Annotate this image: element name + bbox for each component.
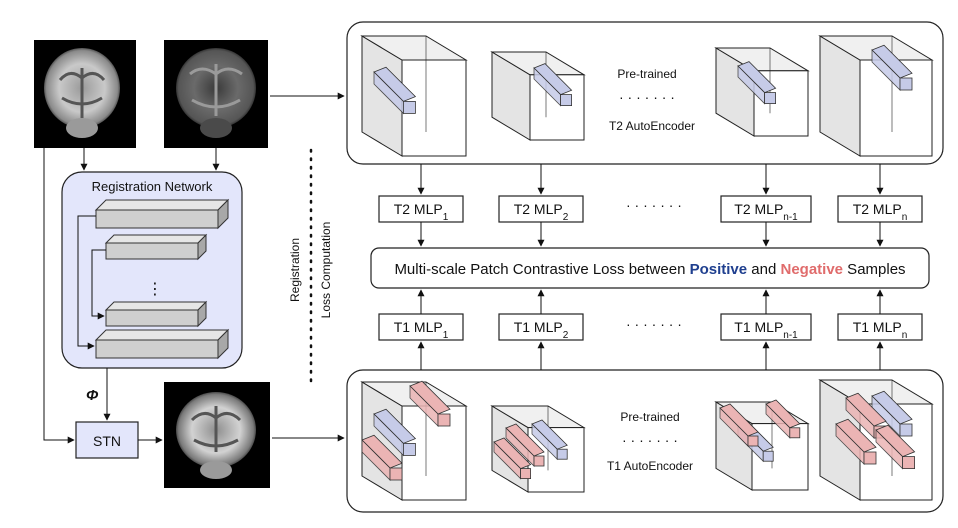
t1-negative-patch [409, 380, 451, 427]
t1-pretrained-label: Pre-trained [620, 410, 679, 424]
t1-mlp-box [498, 313, 584, 341]
t2-mlp-subscript: n-1 [783, 212, 798, 223]
t2-mlp-base: T2 MLP [734, 201, 783, 217]
t2-mlp-3: T2 MLPn-1 [720, 195, 812, 223]
t1-mlp-subscript: n [902, 330, 908, 341]
t1-negative-patch [493, 437, 532, 480]
t2-mlp-base: T2 MLP [514, 201, 563, 217]
t1-negative-patch [835, 418, 877, 465]
t1-mlp-label: T1 MLPn [853, 319, 908, 341]
t1-mlp-box [837, 313, 923, 341]
t1-mlp-3: T1 MLPn-1 [720, 313, 812, 341]
brain-image-t2-moving [164, 40, 268, 148]
t2-mlp-label: T2 MLP2 [514, 201, 569, 223]
registration-network-title: Registration Network [92, 179, 213, 194]
network-layer [94, 198, 230, 230]
t2-autoencoder-label: T2 AutoEncoder [609, 119, 695, 133]
t1-mlp-label: T1 MLPn-1 [734, 319, 798, 341]
registration-network: Registration Network ⋮ [61, 171, 243, 369]
t2-mlp-2: T2 MLP2 [498, 195, 584, 223]
t1-mlp-base: T1 MLP [514, 319, 563, 335]
contrastive-loss-label: Multi-scale Patch Contrastive Loss betwe… [394, 261, 905, 278]
t2-mlp-box [837, 195, 923, 223]
left-arrows [43, 92, 345, 444]
network-layer [94, 328, 230, 360]
t1-mlp-box [378, 313, 464, 341]
t1-mlp-label: T1 MLP1 [394, 319, 449, 341]
positive-label: Positive [690, 261, 748, 278]
t2-mlp-4: T2 MLPn [837, 195, 923, 223]
t2-mlp-base: T2 MLP [853, 201, 902, 217]
t2-mlp-label: T2 MLPn [853, 201, 908, 223]
skip-connection [91, 249, 106, 320]
t2-patch [373, 66, 417, 115]
t1-mlp-subscript: 2 [563, 330, 569, 341]
t2-mlp-label: T2 MLP1 [394, 201, 449, 223]
t1-negative-patch [361, 434, 403, 481]
t1-mlp-dots: · · · · · · · [626, 316, 682, 332]
stn-label: STN [93, 433, 121, 449]
t1-mlp-subscript: 1 [443, 330, 449, 341]
t2-patch [871, 44, 913, 91]
t2-mlp-dots: · · · · · · · [626, 197, 682, 213]
t2-mlp-box [378, 195, 464, 223]
t2-mlp-subscript: 2 [563, 212, 569, 223]
vertical-label-line1: Registration [288, 238, 302, 302]
brain-image-warped [164, 382, 270, 488]
t2-mlp-base: T2 MLP [394, 201, 443, 217]
t1-mlp-base: T1 MLP [853, 319, 902, 335]
t1-positive-patch [871, 390, 913, 437]
t2-dots: · · · · · · · [619, 89, 675, 105]
t1-mlp-label: T1 MLP2 [514, 319, 569, 341]
t1-mlp-2: T1 MLP2 [498, 313, 584, 341]
negative-label: Negative [780, 261, 843, 278]
network-layer [104, 300, 208, 328]
network-layer [104, 233, 208, 261]
t1-mlp-base: T1 MLP [734, 319, 783, 335]
t1-negative-patch [505, 423, 545, 467]
phi-label: Φ [86, 387, 99, 404]
brain-image-t1-fixed [34, 40, 136, 148]
t2-patch [533, 63, 573, 107]
t2-mlp-subscript: 1 [443, 212, 449, 223]
t1-autoencoder-label: T1 AutoEncoder [607, 459, 693, 473]
t1-mlp-1: T1 MLP1 [378, 313, 464, 341]
t1-positive-patch [531, 419, 568, 461]
network-vertical-dots: ⋮ [147, 281, 163, 298]
t2-mlp-label: T2 MLPn-1 [734, 201, 798, 223]
stn-block [75, 421, 139, 459]
contrastive-loss-box [370, 247, 930, 289]
skip-connection [77, 215, 96, 350]
t1-dots: · · · · · · · [622, 432, 678, 448]
t1-negative-patch [845, 392, 887, 439]
t1-positive-patch [373, 408, 417, 457]
t1-negative-patch [765, 399, 801, 439]
t1-negative-patch [875, 424, 916, 470]
t1-negative-patch [719, 403, 759, 447]
t1-mlp-subscript: n-1 [783, 330, 798, 341]
t2-mlp-box [498, 195, 584, 223]
t2-mlp-1: T2 MLP1 [378, 195, 464, 223]
t2-mlp-box [720, 195, 812, 223]
t1-mlp-base: T1 MLP [394, 319, 443, 335]
t2-patch [737, 61, 777, 105]
t1-mlp-4: T1 MLPn [837, 313, 923, 341]
vertical-label-line2: Loss Computation [319, 222, 333, 319]
t2-mlp-subscript: n [902, 212, 908, 223]
t2-pretrained-label: Pre-trained [617, 67, 676, 81]
